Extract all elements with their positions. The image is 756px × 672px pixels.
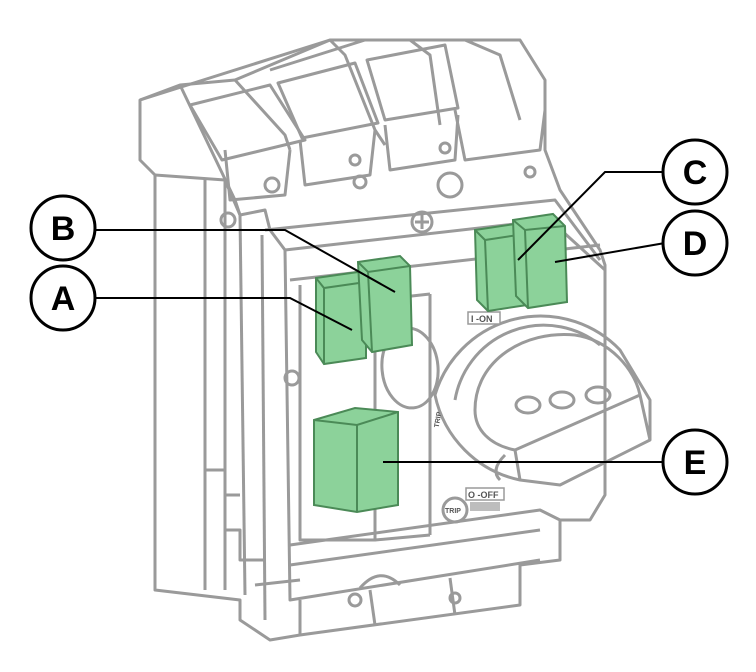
handle-labels: I -ON O -OFF TRIP TRIP (434, 311, 505, 515)
callout-b-letter: B (51, 210, 76, 248)
callout-c: C (661, 138, 729, 206)
leader-d (554, 242, 666, 263)
on-label: I -ON (471, 314, 493, 324)
callouts: A B C D E (29, 138, 729, 496)
off-label: O -OFF (468, 490, 499, 500)
callout-d: D (661, 209, 729, 277)
callout-a-letter: A (51, 280, 76, 318)
callout-e-letter: E (684, 444, 707, 482)
leader-lines (96, 171, 666, 463)
trip-label: TRIP (434, 411, 444, 428)
leader-a (96, 297, 353, 331)
callout-b: B (29, 194, 97, 262)
callout-a: A (29, 264, 97, 332)
leader-b (96, 229, 396, 293)
module-b (356, 254, 414, 354)
trip-button-label: TRIP (445, 508, 461, 515)
module-e (313, 406, 399, 514)
module-d (511, 212, 569, 310)
callout-d-letter: D (683, 225, 708, 263)
rotary-handle (433, 314, 652, 487)
leader-c (517, 171, 665, 261)
callout-c-letter: C (683, 154, 708, 192)
trip-button (441, 496, 469, 524)
callout-e: E (661, 428, 729, 496)
